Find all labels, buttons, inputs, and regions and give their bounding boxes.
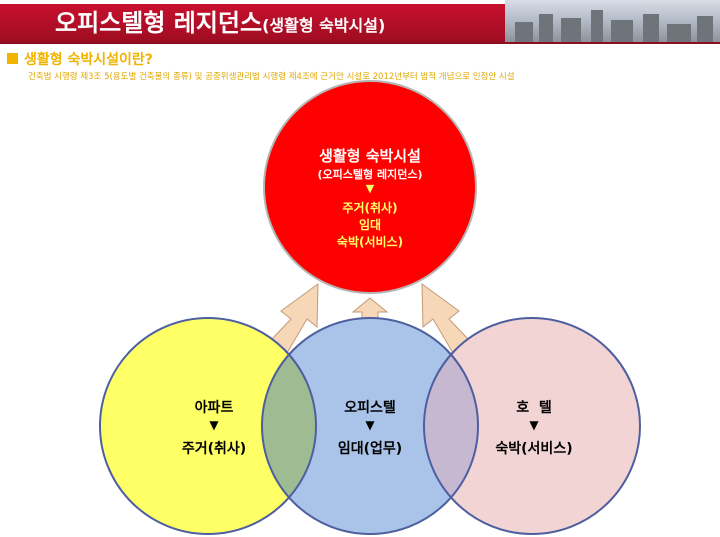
top-circle-subtitle: (오피스텔형 레지던스) xyxy=(317,168,423,181)
arrow-right xyxy=(421,282,469,354)
top-circle-line-2: 임대 xyxy=(358,218,382,232)
building-shape xyxy=(667,24,691,44)
top-circle-title: 생활형 숙박시설 xyxy=(319,147,421,165)
header-banner: 오피스텔형 레지던스(생활형 숙박시설) xyxy=(0,0,720,44)
circle-hotel xyxy=(424,318,640,534)
header-building-photo xyxy=(505,0,720,44)
hotel-value: 숙박(서비스) xyxy=(495,441,573,457)
building-shape xyxy=(697,16,713,44)
officetel-arrow: ▼ xyxy=(365,418,375,432)
top-circle xyxy=(263,80,477,294)
apartment-arrow: ▼ xyxy=(209,418,219,432)
square-bullet-icon xyxy=(7,53,18,64)
officetel-label: 오피스텔 xyxy=(344,400,396,416)
building-shape xyxy=(643,14,659,44)
building-shape xyxy=(611,20,633,44)
outline-apartment xyxy=(99,317,317,535)
outline-hotel xyxy=(423,317,641,535)
header-red-bar xyxy=(0,4,505,42)
building-shape xyxy=(591,10,603,44)
hotel-label: 호 텔 xyxy=(516,400,552,416)
circle-officetel xyxy=(262,318,478,534)
outline-officetel xyxy=(261,317,479,535)
apartment-label: 아파트 xyxy=(194,400,234,416)
officetel-value: 임대(업무) xyxy=(337,441,403,457)
building-shape xyxy=(539,14,553,44)
page-title: 오피스텔형 레지던스(생활형 숙박시설) xyxy=(55,6,385,43)
page-title-sub: (생활형 숙박시설) xyxy=(262,16,386,35)
building-shape xyxy=(515,22,533,44)
top-circle-line-1: 주거(취사) xyxy=(342,201,398,215)
page-title-main: 오피스텔형 레지던스 xyxy=(55,9,263,37)
building-shape xyxy=(561,18,581,44)
header-underline xyxy=(0,42,720,44)
hotel-arrow: ▼ xyxy=(529,418,539,432)
top-circle-arrow: ▼ xyxy=(365,182,375,195)
apartment-value: 주거(취사) xyxy=(181,441,247,457)
section-heading: 생활형 숙박시설이란? xyxy=(24,52,153,68)
section-description: 건축법 시행령 제3조 5(용도별 건축물의 종류) 및 공중위생관리법 시행령… xyxy=(28,72,515,82)
arrow-left xyxy=(271,282,319,354)
top-circle-line-3: 숙박(서비스) xyxy=(336,235,404,249)
circle-apartment xyxy=(100,318,316,534)
